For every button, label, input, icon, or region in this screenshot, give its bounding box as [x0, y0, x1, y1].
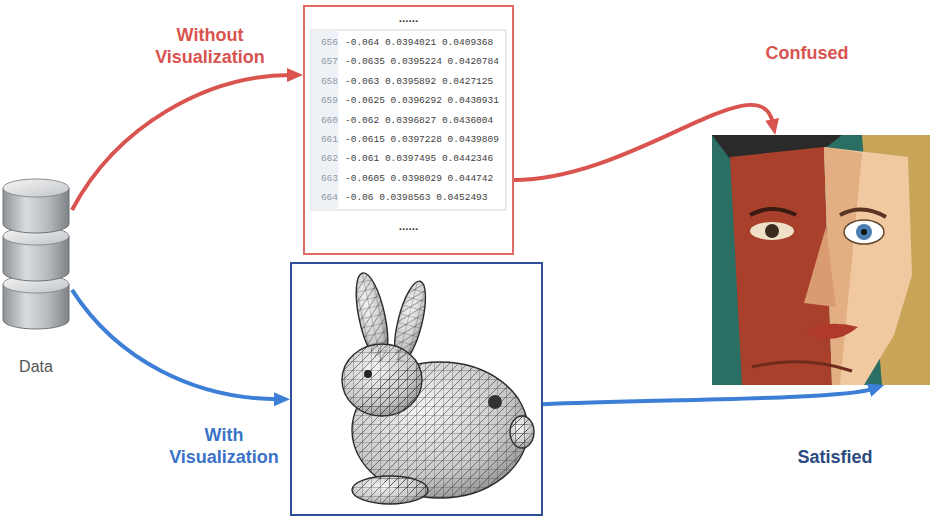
face-chin [752, 362, 852, 371]
bunny-foot [352, 476, 428, 504]
face-nose [804, 227, 836, 307]
vertex-values: -0.0635 0.0395224 0.0420784 [345, 56, 499, 68]
vertex-values: -0.064 0.0394021 0.0409368 [345, 37, 493, 49]
curved-arrow [72, 75, 291, 210]
face-brow [840, 209, 886, 217]
face-pupil [861, 229, 867, 235]
edge-label: Without Visualization [148, 24, 272, 68]
curved-arrow [514, 105, 773, 180]
line-number: 657 [312, 56, 338, 68]
line-number: 663 [312, 173, 338, 185]
cubist-face [712, 135, 930, 385]
bunny-foot [352, 476, 428, 504]
line-number: 656 [312, 37, 338, 49]
panel-ground [311, 30, 506, 210]
vertex-values: -0.062 0.0396827 0.0436004 [345, 115, 493, 127]
face-mouth [804, 324, 858, 339]
vertex-values: -0.063 0.0395892 0.0427125 [345, 76, 493, 88]
database-node: Data [0, 178, 72, 383]
picture-node [712, 135, 930, 385]
vertex-values: -0.0605 0.0398029 0.044742 [345, 173, 493, 185]
line-number: 659 [312, 95, 338, 107]
edge-label: With Visualization [162, 424, 286, 468]
visualization-box [290, 262, 543, 516]
line-number: 664 [312, 192, 338, 204]
bunny-tail [510, 416, 534, 448]
ellipsis: ...... [305, 219, 512, 232]
line-gutter [312, 31, 339, 210]
disc-top-stack [3, 179, 69, 233]
line-number: 660 [312, 115, 338, 127]
vertex-values: -0.0615 0.0397228 0.0439809 [345, 134, 499, 146]
bunny-eye [364, 370, 372, 378]
face-iris [765, 224, 779, 238]
line-number: 661 [312, 134, 338, 146]
ellipsis: ...... [305, 11, 512, 24]
line-number: 662 [312, 153, 338, 165]
vertex-values: -0.0625 0.0396292 0.0430931 [345, 95, 499, 107]
curved-arrow [543, 389, 873, 404]
line-number: 658 [312, 76, 338, 88]
face-ground [712, 135, 930, 385]
database-icon [0, 178, 72, 338]
bunny-shading [342, 270, 534, 504]
vertex-values: -0.061 0.0397495 0.0442346 [345, 153, 493, 165]
bunny-head [342, 344, 422, 416]
disc-middle [3, 227, 69, 281]
bunny-head [342, 344, 422, 416]
face-brow [750, 209, 796, 215]
curved-arrow [72, 290, 278, 399]
edge-label: Satisfied [780, 446, 890, 468]
edge-label: Confused [752, 42, 862, 64]
face-eye [844, 220, 884, 244]
disc-top [3, 179, 69, 197]
face-right-half [824, 147, 912, 385]
vertex-values: -0.06 0.0398563 0.0452493 [345, 192, 488, 204]
bunny-mesh [290, 262, 543, 516]
bunny-tail [510, 416, 534, 448]
code-listing-box: ...... 656 -0.064 0.0394021 0.0409368 657 -0… [303, 5, 514, 255]
face-eye [750, 222, 794, 240]
disc-bottom [3, 275, 69, 329]
data-label: Data [0, 358, 72, 376]
bunny-triangles [342, 270, 534, 504]
face-iris [856, 224, 872, 240]
bunny-hole [488, 395, 502, 409]
